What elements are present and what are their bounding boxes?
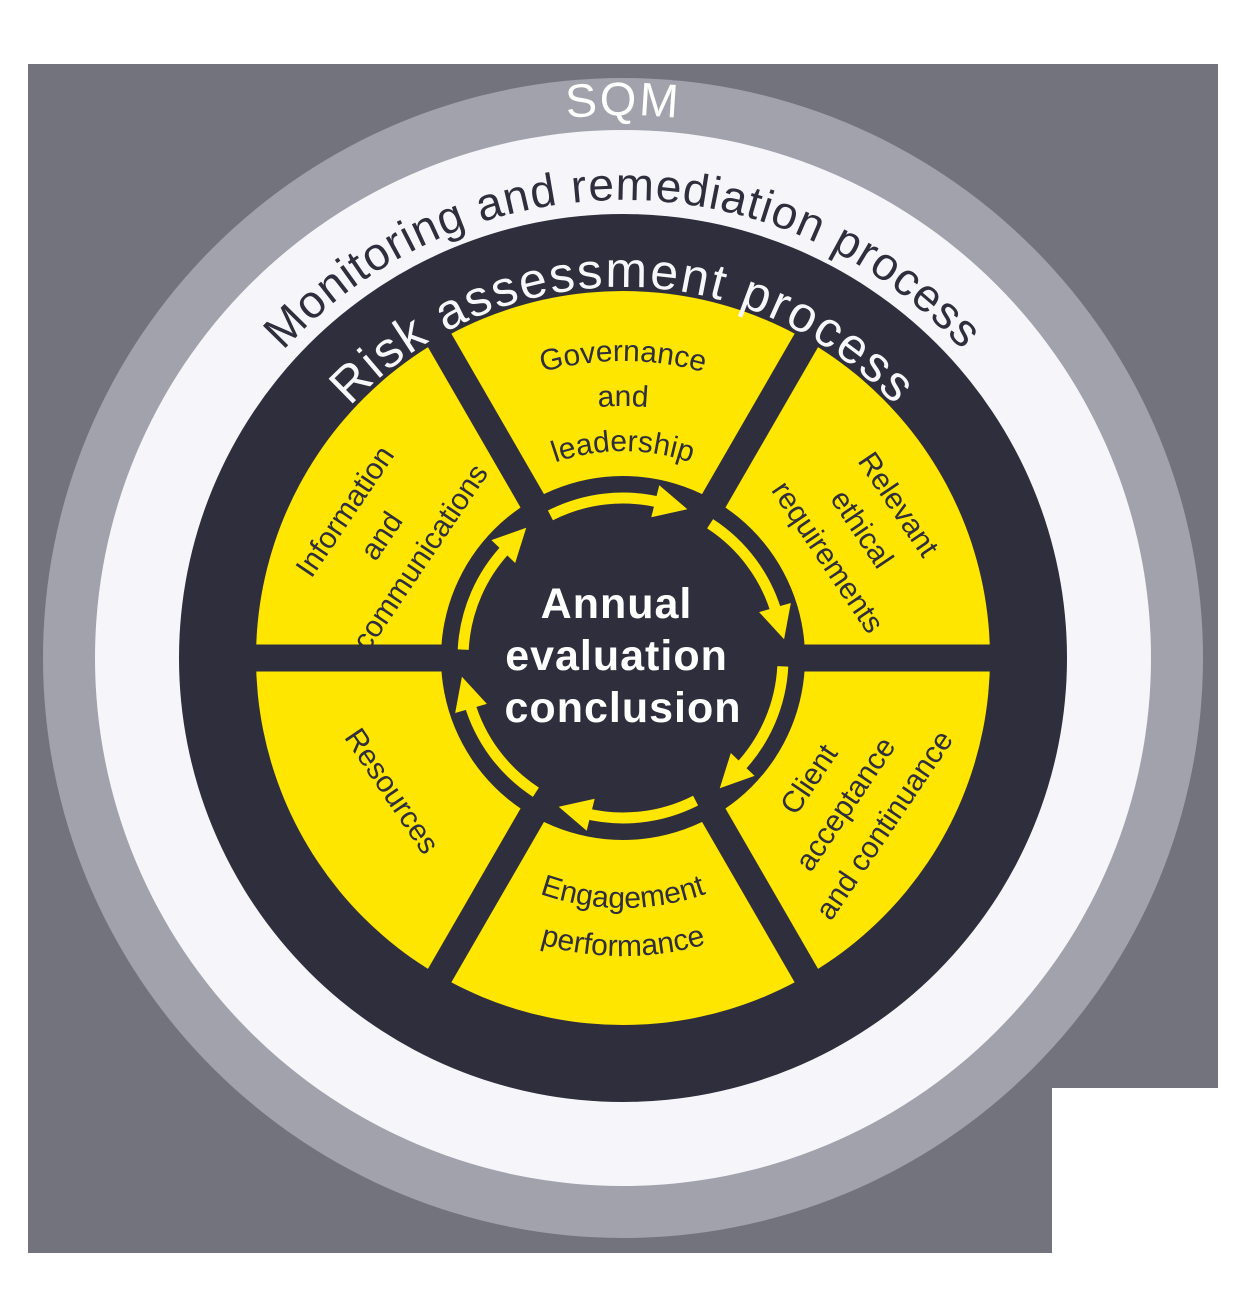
center-line2: evaluation — [505, 632, 728, 680]
governance-line2: and — [596, 380, 649, 414]
center-line1: Annual — [541, 580, 693, 628]
cycle-arrow-bottom — [558, 795, 699, 831]
cycle-arrow-top — [547, 485, 688, 521]
cycle-arrow-upper-right — [707, 519, 791, 640]
cycle-arrow-lower-right — [719, 666, 789, 789]
svg-text:and: and — [596, 380, 649, 414]
center-hub-circle — [441, 476, 805, 840]
cycle-arrow-lower-left — [455, 676, 539, 797]
sqm-ring-label: SQM — [563, 72, 682, 128]
center-hub-label: Annual evaluation conclusion — [505, 580, 742, 732]
center-line3: conclusion — [505, 684, 742, 732]
wedge-spoke-dividers — [228, 309, 1018, 1007]
bottom-right-cutout — [1052, 1088, 1251, 1297]
sqm-ring-label-text: SQM — [563, 72, 680, 128]
cycle-arrow-upper-left — [457, 527, 527, 650]
